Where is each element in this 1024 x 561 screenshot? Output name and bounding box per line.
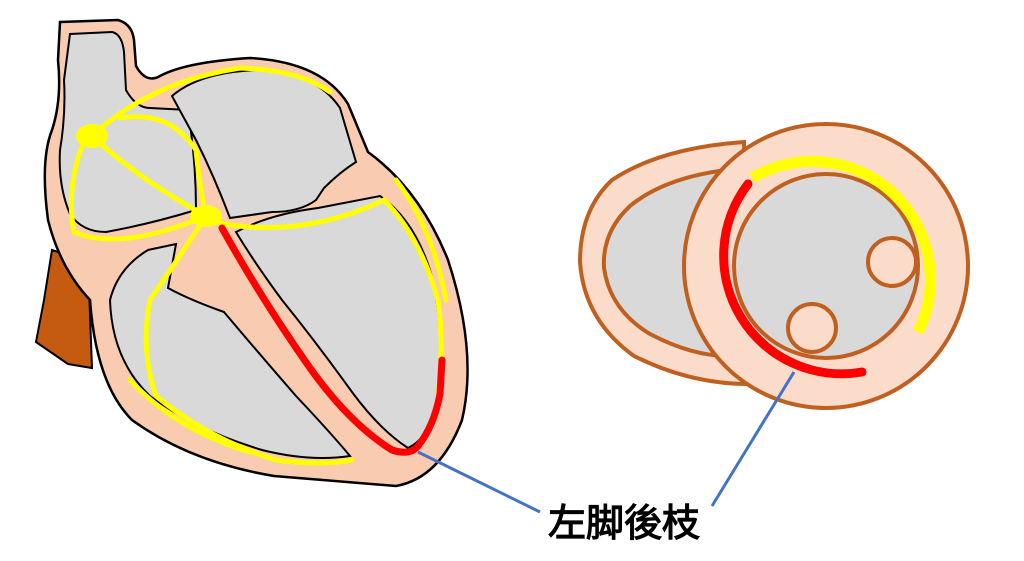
right-atrium: [58, 30, 198, 234]
left-posterior-fascicle-apex: [414, 356, 446, 450]
left-posterior-fascicle-cross: [719, 179, 867, 379]
heart-cross-section: [577, 122, 970, 410]
left-posterior-fascicle-main: [218, 224, 422, 456]
purkinje-left-wall: [393, 177, 449, 303]
left-anterior-fascicle-cross: [749, 155, 936, 335]
left-ventricle-cavity-cross: [732, 172, 920, 360]
papillary-muscle-posteromedial: [786, 302, 838, 354]
leader-lines: [417, 371, 796, 514]
leader-line-cross-section: [710, 371, 796, 507]
leader-line-longitudinal: [417, 450, 541, 514]
bachmann-bundle: [117, 114, 209, 219]
heart-longitudinal-section: [34, 18, 469, 488]
left-posterior-fascicle-longitudinal: [218, 224, 446, 456]
papillary-muscle-anterolateral: [866, 236, 918, 288]
atrial-pathway-lower: [68, 143, 209, 242]
atrial-pathway-upper: [89, 65, 333, 139]
atrial-pathway-middle: [89, 133, 209, 219]
right-bundle-branch: [143, 213, 355, 466]
conduction-system: [68, 65, 449, 466]
left-posterior-fascicle-label: 左脚後枝: [548, 501, 701, 545]
purkinje-right-wall: [127, 377, 253, 455]
